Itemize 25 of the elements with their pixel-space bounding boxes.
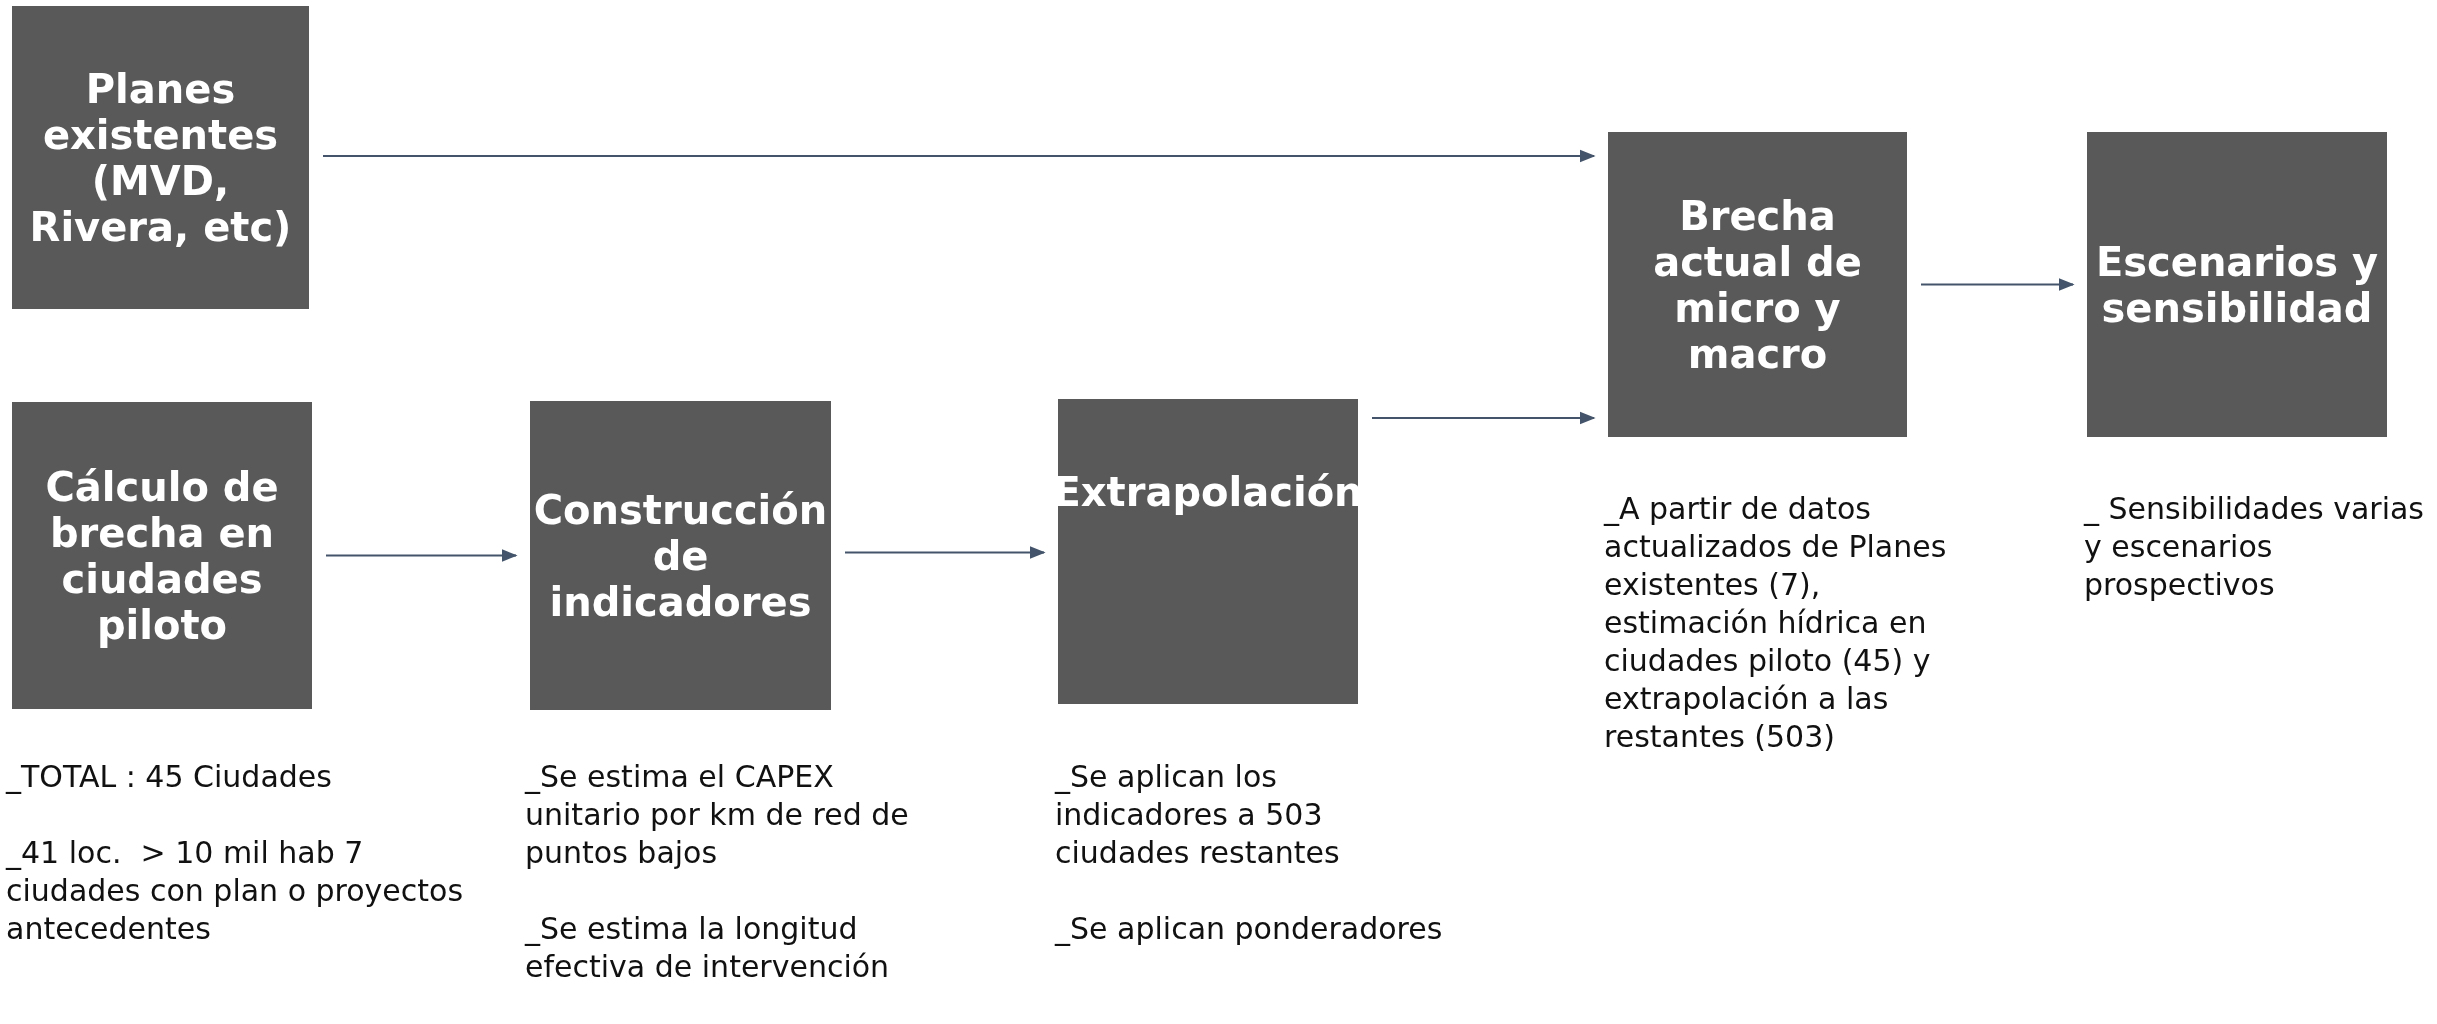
box-title: Cálculo de brecha en ciudades piloto: [44, 463, 280, 648]
description-text: _Se aplican ponderadores: [1055, 910, 1444, 948]
box-title: Brecha actual de micro y macro: [1652, 192, 1863, 377]
box-title: Construcción de indicadores: [533, 486, 828, 625]
arrow: [322, 149, 1596, 163]
box-title: Escenarios y sensibilidad: [2094, 238, 2380, 331]
arrow: [325, 549, 518, 562]
process-box: [12, 6, 309, 309]
description-text: _Se aplican los indicadores a 503 ciudades restantes: [1055, 758, 1341, 872]
description-text: _TOTAL : 45 Ciudades: [6, 758, 333, 796]
process-box: [1608, 132, 1907, 437]
process-box: [530, 401, 831, 710]
box-title: Extrapolación: [1053, 469, 1363, 515]
process-box: [12, 402, 312, 709]
box-title: Planes existentes (MVD, Rivera, etc): [28, 65, 293, 250]
description-text: _41 loc. > 10 mil hab 7 ciudades con plan o proyectos antecedentes: [6, 834, 465, 948]
process-box: [2087, 132, 2387, 437]
description-text: _A partir de datos actualizados de Planes existentes (7), estimación hídrica en ciudades piloto (45) y extrapolación a las restantes (503): [1604, 490, 1948, 756]
arrow: [844, 546, 1046, 559]
process-box: [1058, 399, 1358, 704]
description-text: _Se estima el CAPEX unitario por km de red de puntos bajos: [525, 758, 910, 872]
arrow: [1371, 411, 1596, 425]
description-text: _Se estima la longitud efectiva de intervención: [525, 910, 891, 986]
arrow: [1920, 278, 2075, 291]
description-text: _ Sensibilidades varias y escenarios prospectivos: [2084, 490, 2425, 604]
